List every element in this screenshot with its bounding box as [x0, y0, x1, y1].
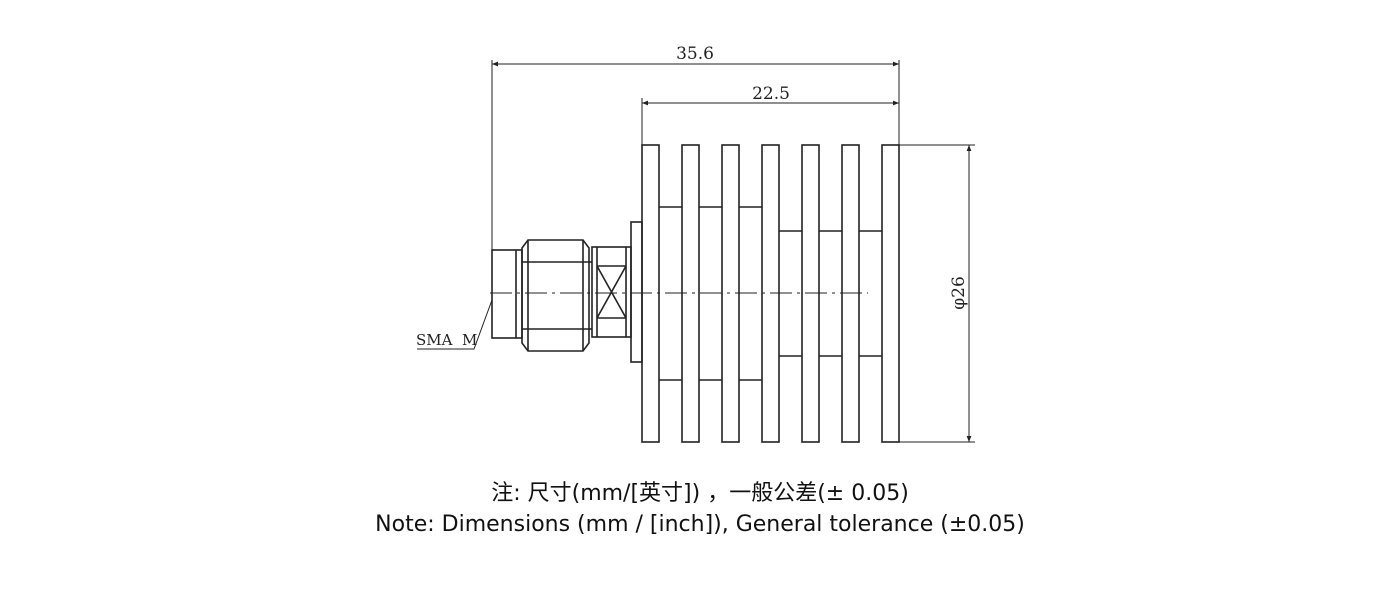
dimension-overall-length: 35.6	[676, 44, 714, 64]
dimension-diameter: φ26	[949, 276, 969, 310]
extension-lines	[491, 60, 975, 443]
attenuator-technical-drawing: 35.6 22.5 φ26 SMA M	[416, 44, 975, 443]
connector-body	[591, 246, 632, 338]
connector-type-label: SMA M	[416, 331, 477, 349]
note-chinese: 注: 尺寸(mm/[英寸]) ，一般公差(± 0.05)	[491, 481, 909, 506]
note-english: Note: Dimensions (mm / [inch]), General …	[375, 512, 1025, 537]
mounting-flange	[630, 221, 643, 363]
sma-leader-line	[417, 299, 493, 350]
heatsink-fin	[881, 144, 900, 443]
sma-connector-tip	[491, 249, 523, 339]
dimension-heatsink-length: 22.5	[752, 84, 790, 104]
coupling-nut	[521, 239, 592, 352]
heatsink-core	[659, 206, 882, 381]
drawing-notes: 注: 尺寸(mm/[英寸]) ，一般公差(± 0.05) Note: Dimen…	[0, 478, 1400, 540]
